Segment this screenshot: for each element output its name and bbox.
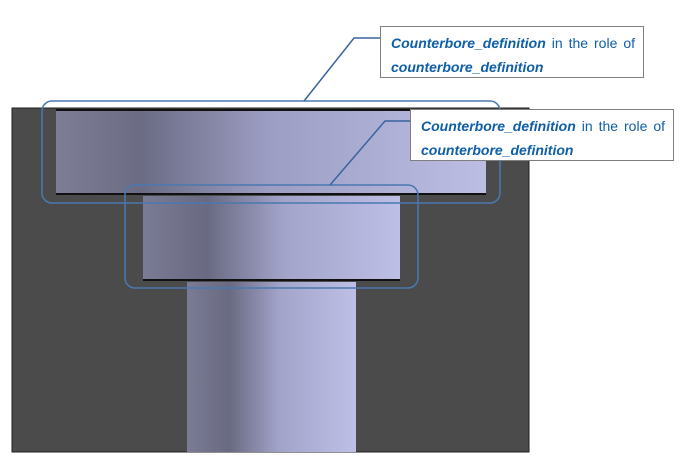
callout-connector: in the role of: [575, 118, 665, 134]
callout-term: Counterbore_definition: [421, 118, 576, 134]
callout-connector: in the role of: [545, 35, 635, 51]
callout-lower-counterbore: Counterbore_definition in the role of co…: [410, 109, 674, 161]
through-hole: [187, 282, 356, 452]
callout-role: counterbore_definition: [421, 142, 574, 158]
lower-counterbore-outline: [124, 184, 419, 289]
leader-line-lower: [329, 120, 410, 186]
callout-term: Counterbore_definition: [391, 35, 546, 51]
lower-counterbore: [143, 196, 400, 280]
callout-upper-counterbore: Counterbore_definition in the role of co…: [380, 26, 644, 78]
leader-line-upper: [303, 37, 380, 102]
callout-role: counterbore_definition: [391, 59, 544, 75]
